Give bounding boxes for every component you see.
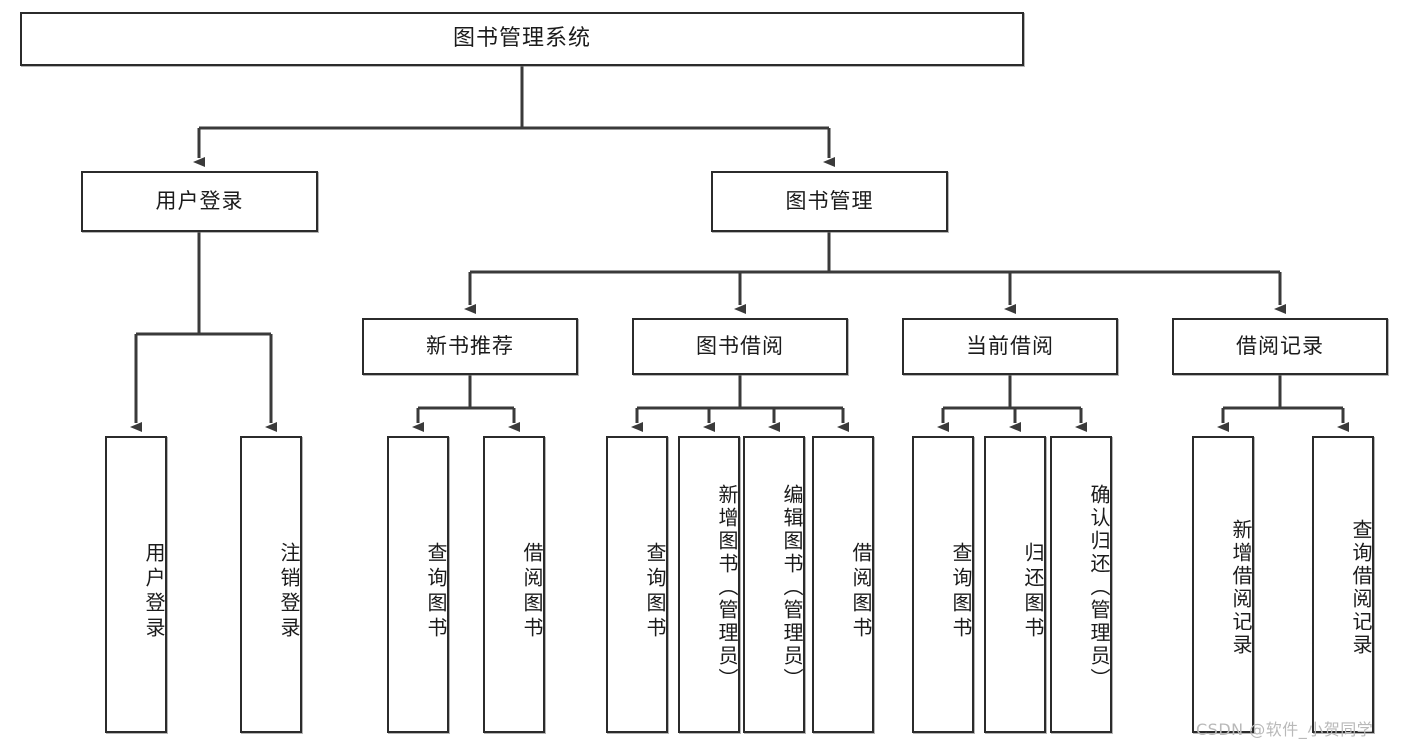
leaf-query-book-current[interactable]: 查询图书 [912, 436, 974, 733]
leaf-query-borrow-record[interactable]: 查询借阅记录 [1312, 436, 1374, 733]
leaf-borrow-book-borrow[interactable]: 借阅图书 [812, 436, 874, 733]
node-borrow-record[interactable]: 借阅记录 [1172, 318, 1388, 375]
leaf-add-borrow-record[interactable]: 新增借阅记录 [1192, 436, 1254, 733]
leaf-user-logout[interactable]: 注销登录 [240, 436, 302, 733]
leaf-user-login[interactable]: 用户登录 [105, 436, 167, 733]
leaf-add-book-admin[interactable]: 新增图书（管理员） [678, 436, 740, 733]
csdn-watermark: CSDN @软件_小贺同学 [1196, 720, 1374, 739]
node-new-book-recommend[interactable]: 新书推荐 [362, 318, 578, 375]
leaf-confirm-return-admin[interactable]: 确认归还（管理员） [1050, 436, 1112, 733]
leaf-query-book-borrow[interactable]: 查询图书 [606, 436, 668, 733]
leaf-query-book-recommend[interactable]: 查询图书 [387, 436, 449, 733]
node-user-login[interactable]: 用户登录 [81, 171, 318, 232]
node-current-borrow[interactable]: 当前借阅 [902, 318, 1118, 375]
leaf-edit-book-admin[interactable]: 编辑图书（管理员） [743, 436, 805, 733]
leaf-borrow-book-recommend[interactable]: 借阅图书 [483, 436, 545, 733]
leaf-return-book[interactable]: 归还图书 [984, 436, 1046, 733]
node-book-manage[interactable]: 图书管理 [711, 171, 948, 232]
node-book-borrow[interactable]: 图书借阅 [632, 318, 848, 375]
node-root[interactable]: 图书管理系统 [20, 12, 1024, 66]
